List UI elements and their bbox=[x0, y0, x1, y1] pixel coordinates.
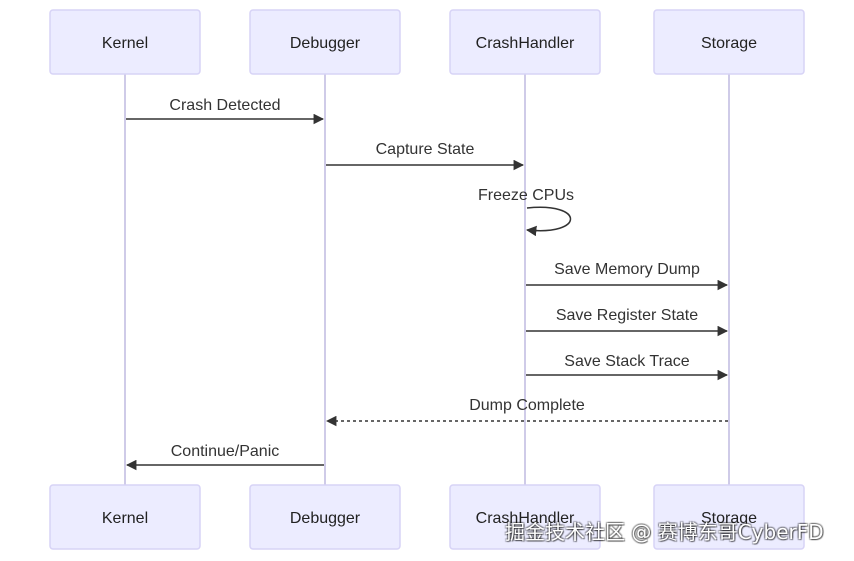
participant-kernel-bottom: Kernel bbox=[49, 484, 201, 550]
participant-storage-top: Storage bbox=[653, 9, 805, 75]
participant-crashhandler-bottom: CrashHandler bbox=[449, 484, 601, 550]
message-label: Save Stack Trace bbox=[564, 353, 689, 370]
message-label: Save Memory Dump bbox=[554, 261, 700, 278]
participant-crashhandler-top: CrashHandler bbox=[449, 9, 601, 75]
message-label: Capture State bbox=[376, 141, 475, 158]
message: Freeze CPUs bbox=[478, 187, 574, 237]
message: Dump Complete bbox=[325, 397, 728, 427]
message-label: Continue/Panic bbox=[171, 443, 280, 460]
participant-box bbox=[249, 9, 401, 75]
participant-label: CrashHandler bbox=[476, 35, 575, 52]
participant-debugger-top: Debugger bbox=[249, 9, 401, 75]
participant-box bbox=[653, 9, 805, 75]
participant-label: Debugger bbox=[290, 510, 361, 527]
participants-top: Kernel Debugger CrashHandler Storage bbox=[49, 9, 805, 75]
message-label: Freeze CPUs bbox=[478, 187, 574, 204]
participant-label: CrashHandler bbox=[476, 510, 575, 527]
participant-box bbox=[653, 484, 805, 550]
message: Save Register State bbox=[526, 307, 729, 337]
watermark: 掘金技术社区 @ 赛博东哥CyberFD bbox=[505, 520, 824, 544]
participant-box bbox=[449, 484, 601, 550]
participant-box bbox=[49, 9, 201, 75]
participant-kernel-top: Kernel bbox=[49, 9, 201, 75]
participant-label: Storage bbox=[701, 510, 757, 527]
message: Capture State bbox=[326, 141, 525, 171]
message: Save Stack Trace bbox=[526, 353, 729, 381]
message-label: Save Register State bbox=[556, 307, 698, 324]
participant-label: Kernel bbox=[102, 510, 148, 527]
participant-box bbox=[249, 484, 401, 550]
message: Continue/Panic bbox=[125, 443, 324, 471]
participant-storage-bottom: Storage bbox=[653, 484, 805, 550]
participant-debugger-bottom: Debugger bbox=[249, 484, 401, 550]
message: Crash Detected bbox=[126, 97, 325, 125]
participant-box bbox=[449, 9, 601, 75]
participant-label: Kernel bbox=[102, 35, 148, 52]
lifelines bbox=[124, 74, 730, 485]
message-arrow bbox=[525, 206, 571, 237]
message: Save Memory Dump bbox=[526, 261, 729, 291]
participant-label: Storage bbox=[701, 35, 757, 52]
participant-box bbox=[49, 484, 201, 550]
participants-bottom: Kernel Debugger CrashHandler Storage bbox=[49, 484, 805, 550]
participant-label: Debugger bbox=[290, 35, 361, 52]
message-label: Dump Complete bbox=[469, 397, 585, 414]
message-label: Crash Detected bbox=[169, 97, 280, 114]
